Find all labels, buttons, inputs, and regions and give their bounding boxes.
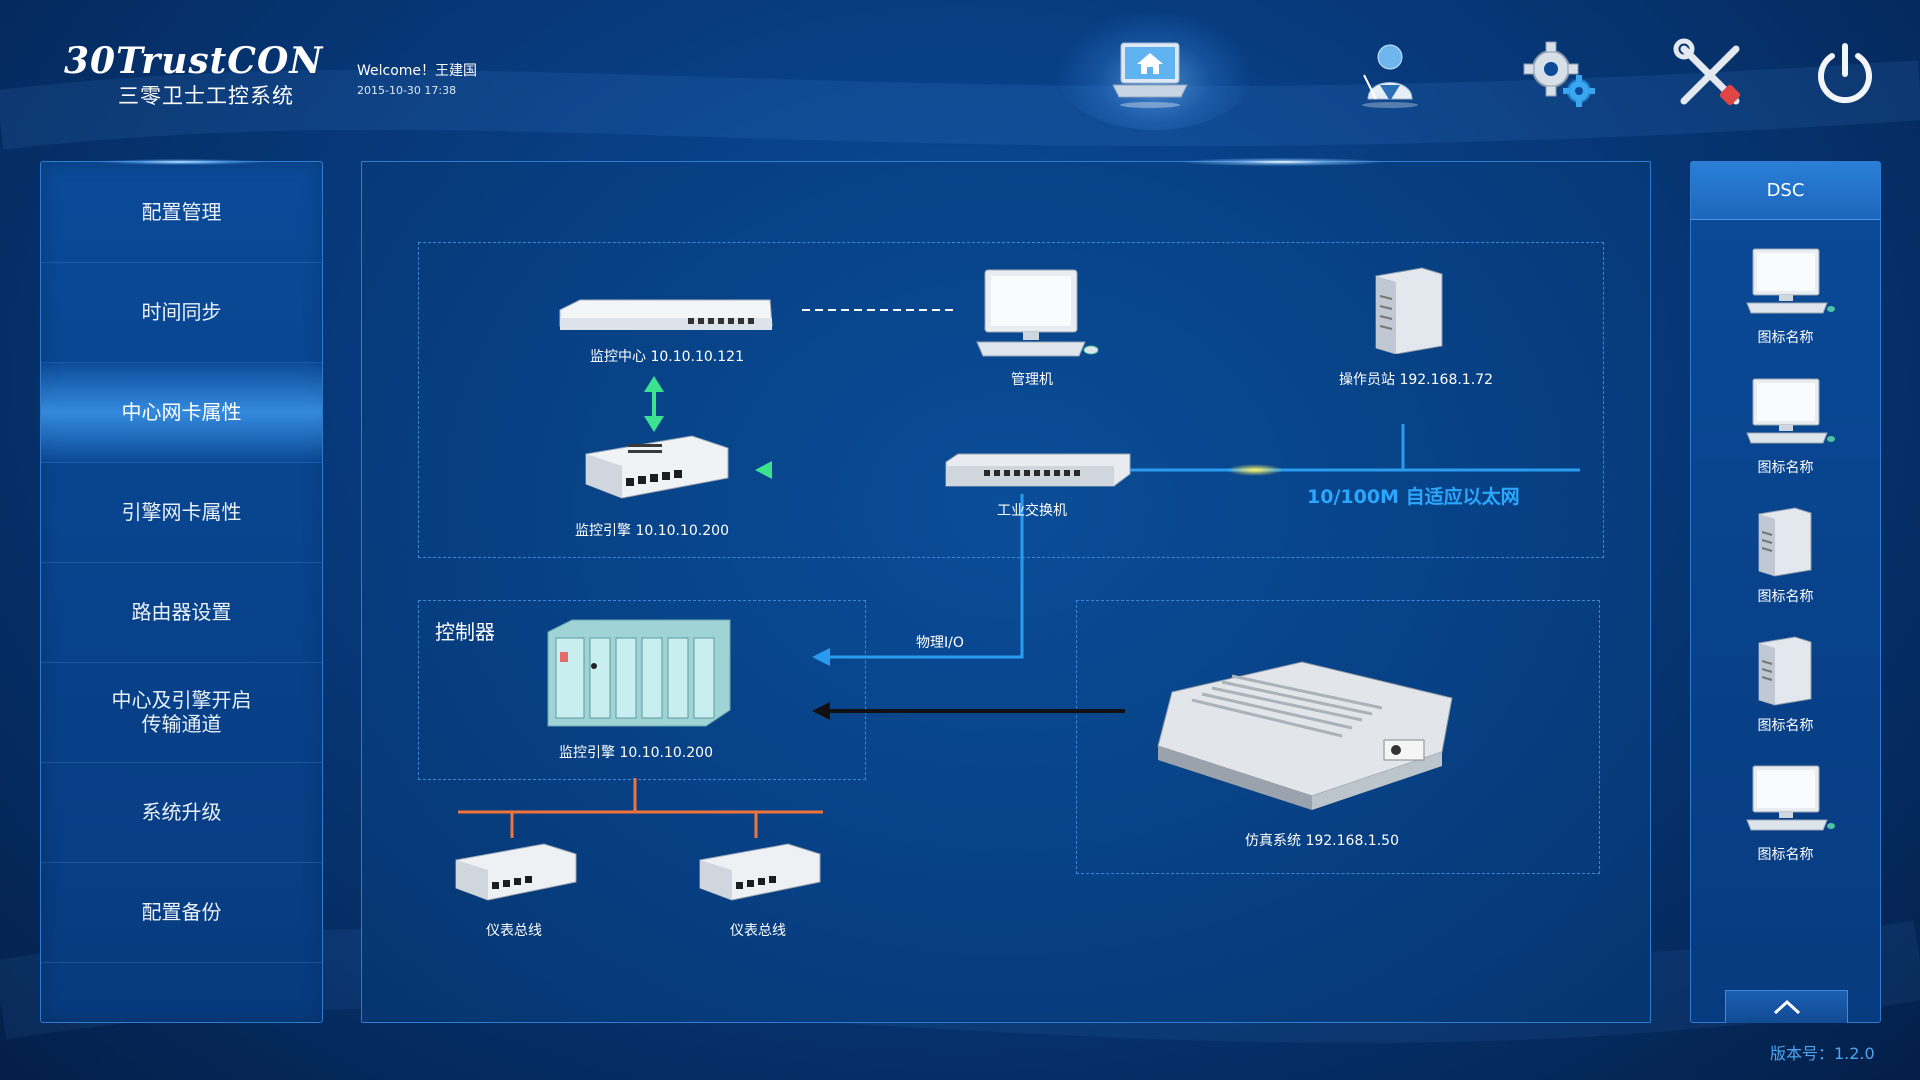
operator-station-server-icon[interactable]: [1372, 266, 1446, 354]
palette-item[interactable]: 图标名称: [1691, 506, 1880, 616]
scroll-up-button[interactable]: [1725, 990, 1848, 1023]
palette-item-label: 图标名称: [1757, 847, 1814, 863]
logo-subtitle: 三零卫士工控系统: [118, 84, 294, 108]
sidebar-item-label: 引擎网卡属性: [121, 500, 242, 524]
monitor-engine-device-icon[interactable]: [582, 432, 732, 504]
server-tower-icon: [1758, 507, 1812, 577]
palette-item[interactable]: 图标名称: [1691, 635, 1880, 745]
admin-pc-label: 管理机: [1011, 372, 1053, 388]
network-label: 10/100M 自适应以太网: [1307, 486, 1520, 508]
sidebar-item-engine-nic[interactable]: 引擎网卡属性: [41, 462, 322, 563]
sidebar-item-config-management[interactable]: 配置管理: [41, 162, 322, 263]
sidebar-item-label: 系统升级: [141, 800, 222, 824]
sidebar-item-center-nic[interactable]: 中心网卡属性: [41, 362, 322, 463]
instrument-bus-left-label: 仪表总线: [486, 923, 542, 939]
controller-group-box: [418, 600, 866, 780]
sidebar-item-label: 配置管理: [141, 200, 222, 224]
plc-controller-icon[interactable]: [546, 618, 732, 728]
home-laptop-icon[interactable]: [1100, 30, 1200, 120]
switch-label: 工业交换机: [997, 503, 1067, 519]
instrument-bus-device-right-icon[interactable]: [696, 842, 824, 904]
instrument-bus-right-label: 仪表总线: [730, 923, 786, 939]
sidebar: 配置管理 时间同步 中心网卡属性 引擎网卡属性 路由器设置 中心及引擎开启 传输…: [40, 159, 323, 1023]
simulation-group-box: [1076, 600, 1600, 874]
sidebar-item-config-backup[interactable]: 配置备份: [41, 862, 322, 963]
main-panel-glow: [1182, 158, 1382, 166]
palette-item[interactable]: 图标名称: [1691, 377, 1880, 487]
tools-icon[interactable]: [1660, 30, 1760, 120]
palette-item[interactable]: 图标名称: [1691, 247, 1880, 357]
monitor-center-label: 监控中心 10.10.10.121: [590, 349, 744, 365]
logo: 30TrustCON 三零卫士工控系统: [60, 40, 322, 110]
desktop-computer-icon: [1746, 378, 1835, 444]
industrial-switch-icon[interactable]: [944, 452, 1132, 490]
sidebar-item-open-channel[interactable]: 中心及引擎开启 传输通道: [41, 662, 322, 763]
desktop-computer-icon: [1746, 765, 1835, 831]
sidebar-item-label: 路由器设置: [131, 600, 232, 624]
sidebar-item-label: 中心及引擎开启 传输通道: [111, 688, 252, 736]
sidebar-item-system-upgrade[interactable]: 系统升级: [41, 762, 322, 863]
monitor-engine-top-label: 监控引擎 10.10.10.200: [575, 523, 729, 539]
sidebar-glow: [101, 159, 261, 165]
logo-mark: 30TrustCON: [64, 40, 324, 82]
right-panel: DSC 图标名称 图标名称 图标名称 图标名称: [1690, 161, 1881, 1023]
network-group-box: [418, 242, 1604, 558]
controller-label: 监控引擎 10.10.10.200: [559, 745, 713, 761]
settings-gears-icon[interactable]: [1510, 30, 1610, 120]
power-icon[interactable]: [1795, 30, 1895, 120]
right-panel-title: DSC: [1691, 162, 1880, 220]
operator-station-label: 操作员站 192.168.1.72: [1339, 372, 1493, 388]
sidebar-item-label: 中心网卡属性: [121, 400, 242, 424]
palette-item[interactable]: 图标名称: [1691, 764, 1880, 874]
welcome-text: Welcome！王建国: [357, 63, 478, 79]
user-icon[interactable]: [1340, 30, 1440, 120]
physical-io-label: 物理I/O: [916, 635, 964, 651]
desktop-computer-icon: [1746, 248, 1835, 314]
sidebar-item-label: 配置备份: [141, 900, 222, 924]
instrument-bus-device-left-icon[interactable]: [452, 842, 580, 904]
simulation-label: 仿真系统 192.168.1.50: [1245, 833, 1399, 849]
chevron-up-icon: [1773, 999, 1800, 1015]
version-label: 版本号：1.2.0: [1770, 1044, 1875, 1063]
monitor-center-rack-icon: [559, 299, 773, 330]
palette-item-label: 图标名称: [1757, 589, 1814, 605]
palette-item-label: 图标名称: [1757, 718, 1814, 734]
controller-title: 控制器: [435, 620, 495, 644]
palette-item-label: 图标名称: [1757, 330, 1814, 346]
simulation-system-device-icon[interactable]: [1152, 656, 1462, 812]
palette-item-label: 图标名称: [1757, 460, 1814, 476]
sidebar-item-label: 时间同步: [141, 300, 222, 324]
admin-pc-icon[interactable]: [975, 268, 1101, 364]
sidebar-item-router-settings[interactable]: 路由器设置: [41, 562, 322, 663]
datetime: 2015-10-30 17:38: [357, 84, 457, 97]
server-tower-icon: [1758, 636, 1812, 706]
